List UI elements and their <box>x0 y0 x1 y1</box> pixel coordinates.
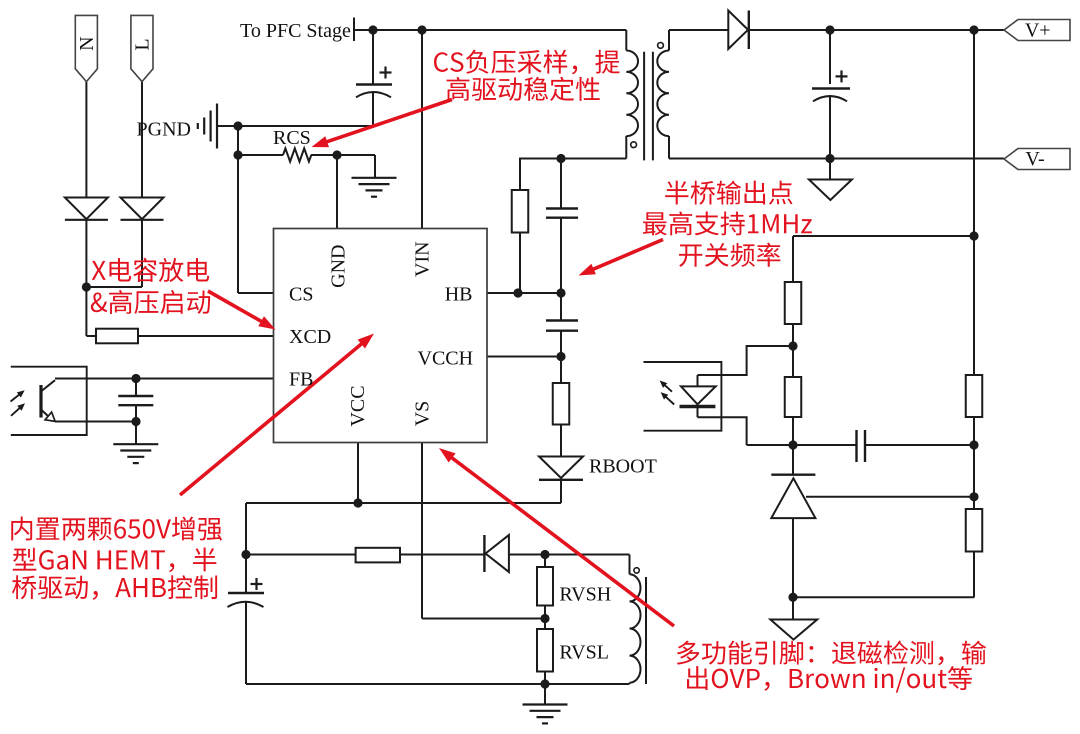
svg-text:L: L <box>132 38 154 50</box>
svg-text:V-: V- <box>1025 148 1044 170</box>
svg-text:N: N <box>76 36 98 50</box>
svg-text:VS: VS <box>412 401 434 427</box>
svg-text:VCC: VCC <box>347 385 369 426</box>
svg-text:XCD: XCD <box>289 326 331 348</box>
svg-text:RCS: RCS <box>273 127 311 149</box>
svg-text:GND: GND <box>328 245 350 288</box>
svg-text:CS: CS <box>289 283 313 305</box>
svg-text:PGND: PGND <box>137 118 191 140</box>
svg-text:FB: FB <box>289 368 313 390</box>
svg-text:V+: V+ <box>1025 20 1051 42</box>
svg-text:HB: HB <box>445 283 473 305</box>
svg-text:RVSH: RVSH <box>559 583 611 605</box>
svg-text:RVSL: RVSL <box>559 641 609 663</box>
svg-text:RBOOT: RBOOT <box>589 456 657 478</box>
svg-text:To PFC Stage: To PFC Stage <box>240 20 351 42</box>
svg-text:VCCH: VCCH <box>418 348 474 370</box>
svg-text:VIN: VIN <box>412 241 434 277</box>
